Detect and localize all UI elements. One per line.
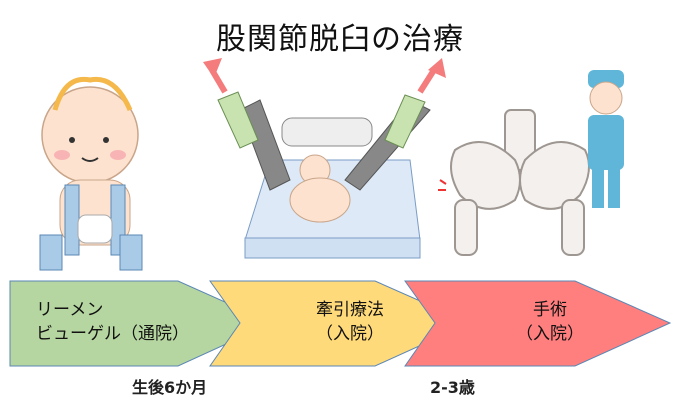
baby-illustration (39, 76, 143, 271)
stage-label-line: 手術 (533, 300, 567, 320)
stage-label-line: （入院） (316, 324, 384, 344)
arrow-icon (203, 58, 222, 78)
arrow-icon (428, 58, 446, 78)
age-label-6-months: 生後6か月 (132, 378, 208, 397)
stage-label-line: （入院） (516, 324, 584, 344)
traction-illustration (203, 58, 446, 259)
stage-label-surgery: 手術 （入院） (495, 298, 605, 346)
stage-label-riemenbuegel: リーメン ビューゲル（通院） (36, 298, 189, 346)
stage-chevron-surgery (404, 280, 672, 367)
page-title: 股関節脱臼の治療 (216, 22, 464, 57)
stage-label-line: リーメン (36, 300, 104, 320)
stage-label-traction: 牽引療法 （入院） (290, 298, 410, 346)
stage-chevron-traction (209, 280, 472, 367)
stage-label-line: 牽引療法 (316, 300, 384, 320)
pelvis-illustration (438, 109, 590, 256)
stage-label-line: ビューゲル（通院） (36, 324, 189, 344)
doctor-illustration (588, 70, 624, 208)
age-label-2-3-years: 2-3歳 (430, 378, 475, 397)
